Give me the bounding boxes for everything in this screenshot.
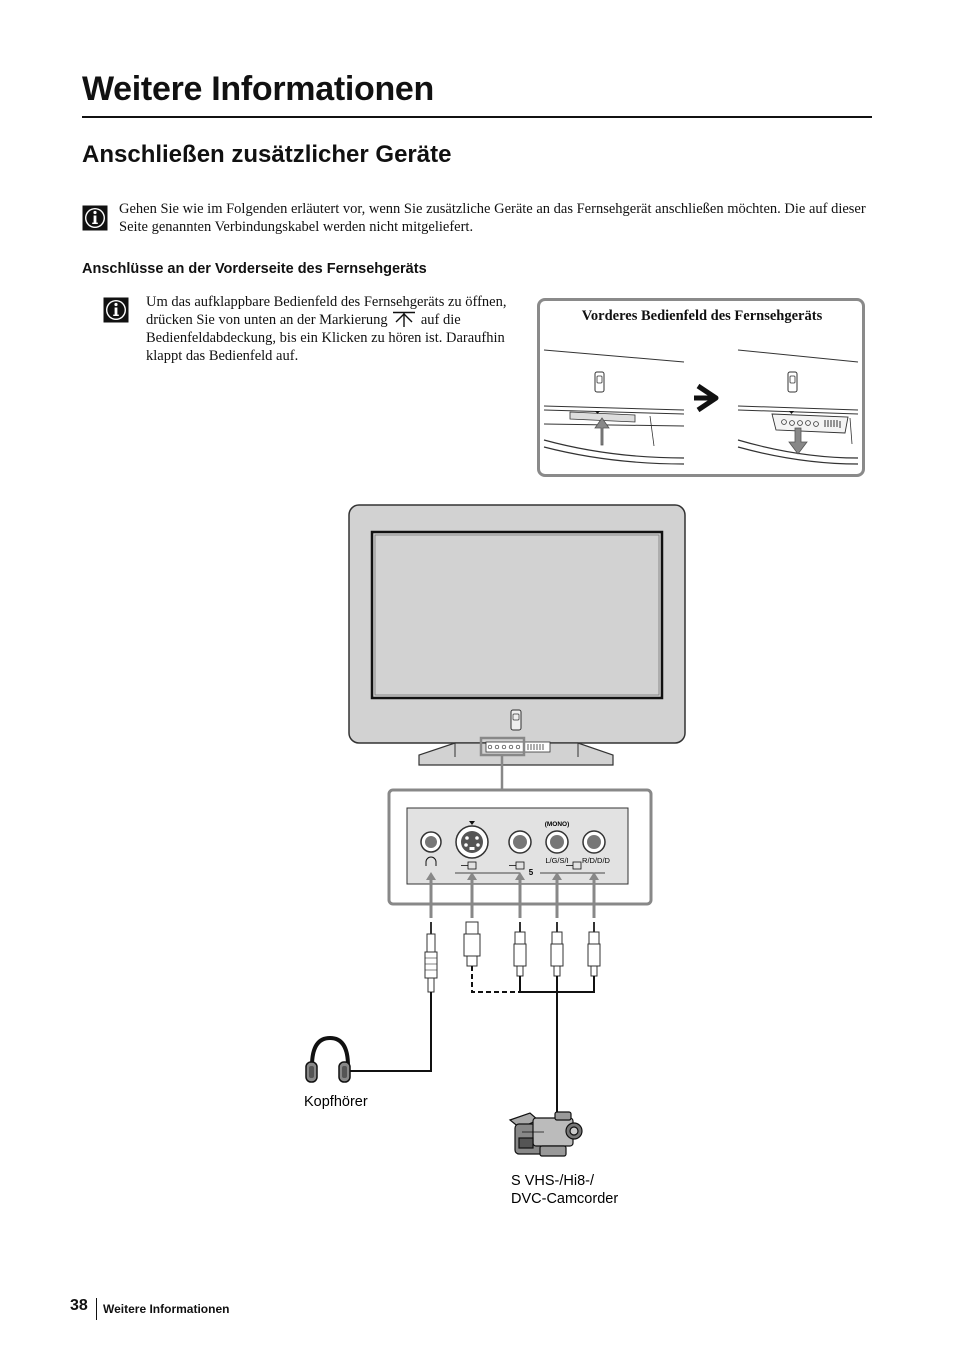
video-plug [513, 922, 527, 977]
intro-text: Gehen Sie wie im Folgenden erläutert vor… [119, 201, 866, 235]
front-panel-inset [537, 298, 865, 477]
connection-diagram: (MONO) L/G/S/I R/D/D/D 5 [304, 504, 686, 1207]
input-number-label: 5 [529, 868, 534, 877]
camcorder-label-line2: DVC-Camcorder [511, 1191, 618, 1207]
info-icon [103, 297, 129, 323]
left-channel-label: L/G/S/I [545, 856, 568, 865]
title-rule [82, 116, 872, 118]
instruction-after: auf die Bedienfeldabdeckung, bis ein Kli… [146, 312, 505, 364]
panel-opening-illustration [543, 349, 859, 465]
panel-caption: Vorderes Bedienfeld des Fernsehgeräts [581, 308, 823, 324]
page-number: 38 [70, 1297, 88, 1314]
page-title: Weitere Informationen [82, 70, 435, 108]
arrow-right-icon [694, 383, 719, 413]
camcorder-icon [508, 1111, 583, 1157]
panel-open [737, 349, 859, 465]
audio-right-plug [587, 922, 601, 977]
instruction-text: Um das aufklappbare Bedienfeld des Ferns… [146, 293, 516, 365]
subsection-title: Anschlüsse an der Vorderseite des Fernse… [82, 261, 427, 277]
mono-label: (MONO) [545, 821, 570, 828]
section-title: Anschließen zusätzlicher Geräte [82, 141, 452, 168]
footer-divider [96, 1298, 97, 1320]
connector-panel-zoom: (MONO) L/G/S/I R/D/D/D 5 [387, 788, 653, 906]
camcorder-label-line1: S VHS-/Hi8-/ [511, 1173, 595, 1189]
headphone-plug [424, 922, 438, 993]
right-channel-label: R/D/D/D [582, 856, 611, 865]
panel-closed [543, 349, 685, 465]
footer-section: Weitere Informationen [103, 1302, 230, 1316]
instruction-before: Um das aufklappbare Bedienfeld des Ferns… [146, 294, 507, 328]
tv-illustration [348, 504, 686, 790]
panel-marker-icon [393, 311, 416, 327]
headphones-icon [305, 1035, 351, 1083]
info-icon [82, 205, 108, 231]
audio-left-plug [550, 922, 564, 977]
svideo-plug [463, 921, 481, 967]
headphones-label: Kopfhörer [304, 1094, 368, 1110]
